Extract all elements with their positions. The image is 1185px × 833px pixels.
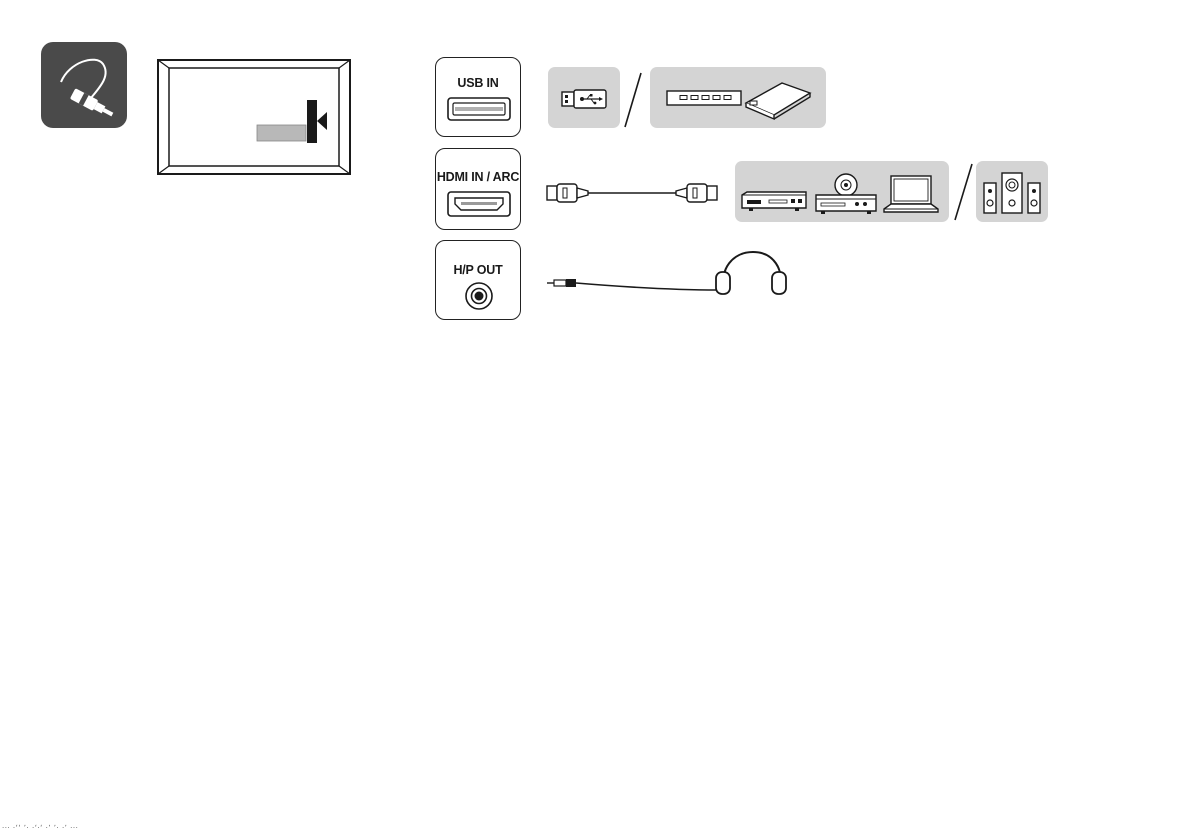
hdmi-devices-panel	[735, 161, 949, 222]
speaker-panel	[976, 161, 1048, 222]
dvd-player-icon	[815, 173, 877, 215]
usb-stick-panel	[548, 67, 620, 128]
separator-slash	[622, 72, 644, 128]
external-hdd-icon	[742, 79, 814, 119]
tv-back-icon	[157, 59, 351, 175]
usb-stick-icon	[561, 89, 607, 109]
footer-text: ··· ·ʻʻ ʼ· ·ʻ·ʻ ·ʼ ʼ· ·ʼ ···	[2, 824, 78, 832]
laptop-icon	[883, 175, 939, 213]
hdmi-port: HDMI IN / ARC	[435, 148, 521, 230]
hdmi-cable-icon	[546, 180, 718, 206]
headphone-port: H/P OUT	[435, 240, 521, 320]
separator-slash	[952, 163, 974, 221]
usb-port-label: USB IN	[436, 76, 520, 90]
usb-devices-panel	[650, 67, 826, 128]
headphones-icon	[546, 250, 788, 298]
usb-hub-icon	[666, 90, 742, 106]
set-top-box-icon	[741, 191, 807, 213]
usb-port: USB IN	[435, 57, 521, 137]
speaker-system-icon	[982, 171, 1042, 215]
cable-connection-icon	[41, 42, 127, 128]
headphone-port-label: H/P OUT	[436, 263, 520, 277]
hdmi-port-label: HDMI IN / ARC	[436, 170, 520, 184]
